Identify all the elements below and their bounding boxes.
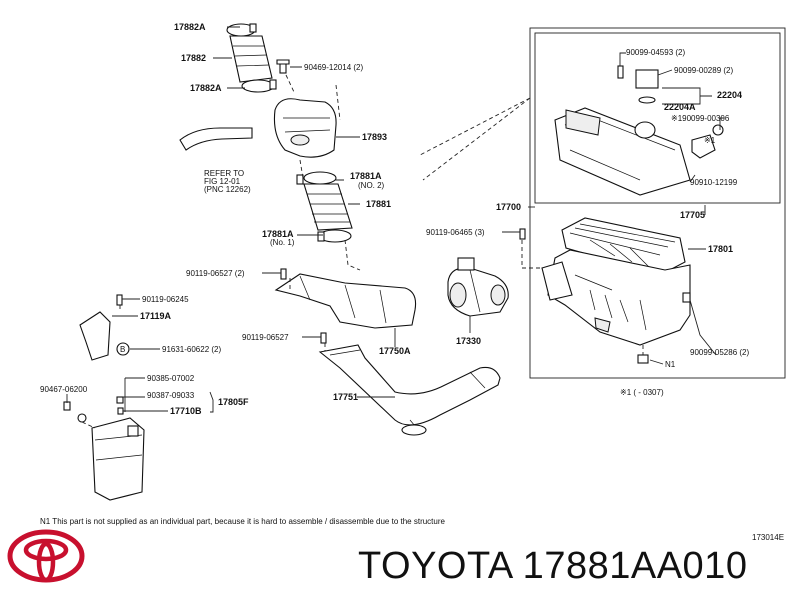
- leader-lines-bottom-left: [66, 377, 214, 413]
- label-asterisk-1: ※1: [704, 136, 716, 145]
- svg-text:B: B: [120, 345, 125, 354]
- label-90119-06465: 90119-06465 (3): [426, 228, 485, 237]
- footnote-n1: N1 This part is not supplied as an indiv…: [40, 517, 446, 526]
- refer-line-1: REFER TO: [204, 169, 244, 178]
- label-17881: 17881: [366, 199, 391, 209]
- label-17882: 17882: [181, 53, 206, 63]
- figure-code: 173014E: [752, 533, 784, 542]
- air-cleaner-case: [519, 217, 691, 364]
- label-17705: 17705: [680, 210, 705, 220]
- label-90099-04593: 90099-04593 (2): [626, 48, 685, 57]
- label-190099-00306: ※190099-00306: [671, 114, 730, 123]
- label-17119A: 17119A: [140, 311, 172, 321]
- label-17881A-no1: 17881A: [262, 229, 294, 239]
- label-22204: 22204: [717, 90, 742, 100]
- refer-line-2: FIG 12-01: [204, 177, 241, 186]
- leader-lines-mid-left: [112, 272, 396, 350]
- label-no2: (NO. 2): [358, 181, 385, 190]
- label-90119-06527-2: 90119-06527 (2): [186, 269, 245, 278]
- label-17750A: 17750A: [379, 346, 411, 356]
- air-duct-assembly: B: [79, 268, 417, 361]
- intake-hose-assembly: [179, 23, 361, 271]
- label-17801: 17801: [708, 244, 733, 254]
- leader-lines-right-top: [619, 52, 724, 215]
- label-22204A: 22204A: [664, 102, 696, 112]
- label-17893: 17893: [362, 132, 387, 142]
- label-90385: 90385-07002: [147, 374, 195, 383]
- label-17881A-no2: 17881A: [350, 171, 382, 181]
- resonator-tank-assembly: [63, 396, 145, 501]
- label-n1: N1: [665, 360, 676, 369]
- dashed-link-lines: [419, 97, 531, 181]
- leader-lines-right-bottom: [502, 231, 717, 365]
- cleaner-cap-inset-frame: [534, 32, 781, 204]
- label-17882A-top: 17882A: [174, 22, 206, 32]
- label-91631: 91631-60622 (2): [162, 345, 221, 354]
- toyota-logo-icon: [7, 529, 85, 583]
- air-flow-meter: [447, 257, 509, 317]
- label-90387: 90387-09033: [147, 391, 195, 400]
- label-90099-00289: 90099-00289 (2): [674, 66, 733, 75]
- label-90910-12199: 90910-12199: [690, 178, 738, 187]
- brand-title: TOYOTA 17881AA010: [358, 545, 748, 587]
- air-cleaner-frame: [529, 27, 786, 379]
- label-17330: 17330: [456, 336, 481, 346]
- label-90099-05286: 90099-05286 (2): [690, 348, 749, 357]
- air-cleaner-cap: [554, 65, 724, 196]
- label-90119-06527: 90119-06527: [242, 333, 289, 342]
- inlet-duct-17751: [318, 344, 501, 436]
- label-17751: 17751: [333, 392, 358, 402]
- label-90467: 90467-06200: [40, 385, 88, 394]
- label-90119-06245: 90119-06245: [142, 295, 189, 304]
- label-17805F: 17805F: [218, 397, 249, 407]
- refer-line-3: (PNC 12262): [204, 185, 251, 194]
- label-footnote-range: ※1 ( - 0307): [620, 388, 664, 397]
- leader-lines-top: [213, 26, 360, 236]
- label-17882A-bottom: 17882A: [190, 83, 222, 93]
- label-no1: (No. 1): [270, 238, 295, 247]
- label-17710B: 17710B: [170, 406, 202, 416]
- label-90469: 90469-12014 (2): [304, 63, 363, 72]
- label-17700: 17700: [496, 202, 521, 212]
